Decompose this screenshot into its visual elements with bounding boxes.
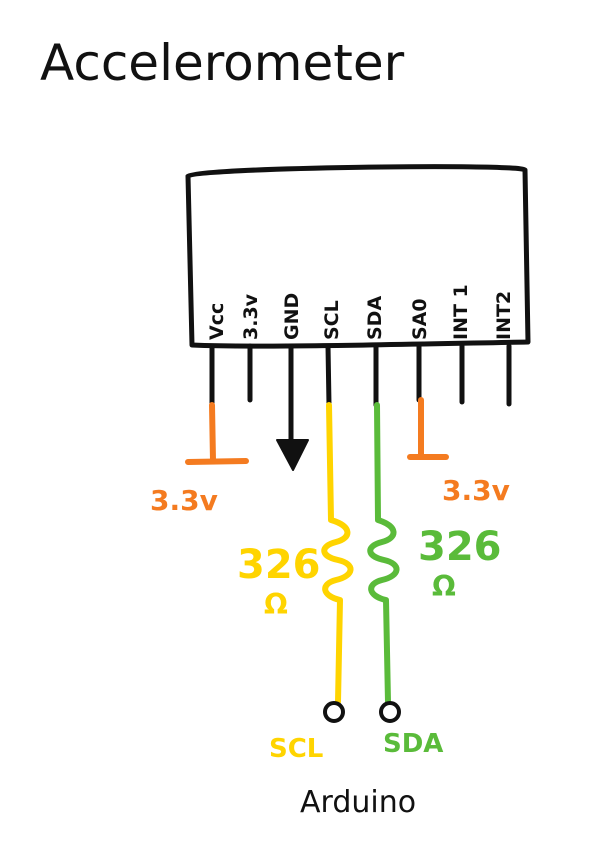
scl-terminal-label: SCL — [269, 734, 323, 764]
sda-resistor-value: 326 — [418, 524, 502, 570]
scl-wire-with-resistor — [321, 402, 354, 705]
supply-label-right: 3.3v — [442, 474, 510, 507]
scl-resistor-unit: Ω — [264, 588, 288, 621]
sda-resistor-unit: Ω — [432, 570, 456, 603]
ground-arrow-icon — [276, 439, 309, 471]
pin-label-scl: SCL — [321, 300, 343, 340]
pin-label-int2: INT2 — [493, 291, 515, 340]
arduino-label: Arduino — [300, 785, 416, 820]
pin-label-gnd: GND — [281, 293, 303, 340]
pin-label-vcc: Vcc — [206, 303, 228, 340]
sda-wire-with-resistor — [367, 402, 400, 705]
sda-terminal-label: SDA — [383, 729, 443, 759]
pin-leg-scl — [325, 343, 332, 408]
pin-label-sda: SDA — [364, 296, 386, 340]
vcc-supply-bar — [185, 458, 249, 465]
vcc-supply-wire — [209, 402, 216, 464]
scl-resistor-value: 326 — [237, 542, 321, 588]
sda-terminal-icon[interactable] — [379, 701, 401, 723]
supply-label-left: 3.3v — [150, 484, 218, 517]
pin-label-sa0: SA0 — [409, 298, 431, 340]
scl-terminal-icon[interactable] — [323, 701, 345, 723]
pin-label-3v3: 3.3v — [240, 293, 262, 340]
pin-label-int1: INT 1 — [450, 284, 472, 340]
accelerometer-chip — [185, 164, 531, 349]
diagram-title: Accelerometer — [40, 34, 405, 92]
